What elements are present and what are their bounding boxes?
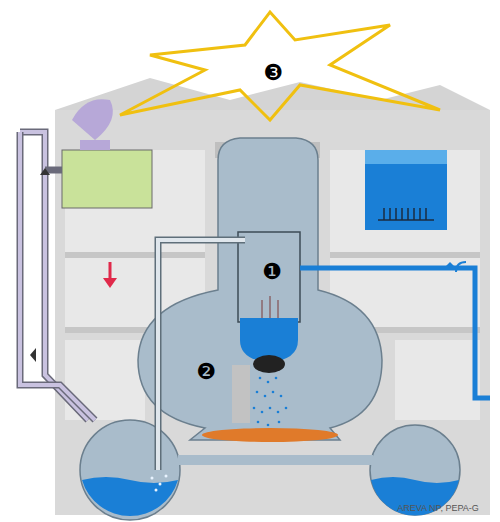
callout-number: ❶ <box>262 261 282 283</box>
callout-number: ❸ <box>263 62 283 84</box>
callout-number: ❷ <box>196 361 216 383</box>
watermark: AREVA NP, PEPA-G <box>397 504 479 513</box>
